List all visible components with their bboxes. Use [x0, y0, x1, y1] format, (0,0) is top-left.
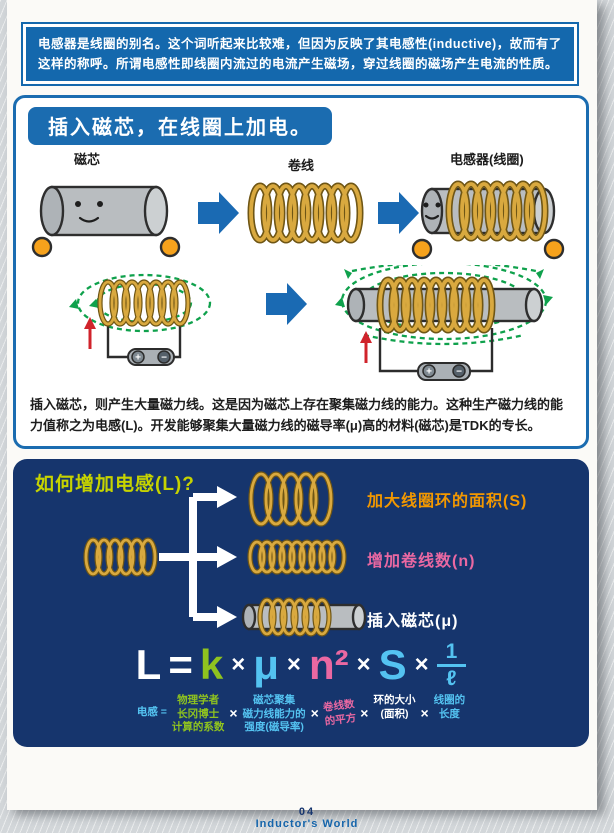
- branch-label-area: 加大线圈环的面积(S): [367, 493, 528, 511]
- caption-k: 物理学者 长冈博士 计算的系数: [171, 694, 225, 734]
- page: 电感器是线圈的别名。这个词听起来比较难，但因为反映了其电感性(inductive…: [7, 0, 597, 810]
- section-title: 插入磁芯，在线圈上加电。: [28, 107, 332, 145]
- coil-illustration: [251, 186, 360, 240]
- formula-captions: 电感 = 物理学者 长冈博士 计算的系数 × 磁芯聚集 磁力线能力的 强度(磁导…: [21, 694, 581, 737]
- multiply-sign: ×: [356, 651, 371, 679]
- branch-diagram-illustration: [21, 467, 367, 637]
- formula-term-inverse-length: 1 ℓ: [436, 640, 467, 691]
- core-label: 磁芯: [74, 152, 101, 167]
- inductance-panel: 如何增加电感(L)?: [13, 459, 589, 747]
- large-area-coil-illustration: [251, 474, 331, 524]
- multiply-sign: ×: [231, 651, 246, 679]
- multiply-sign: ×: [420, 705, 429, 722]
- coil-circuit-illustration: + −: [69, 273, 212, 366]
- multiply-sign: ×: [414, 651, 429, 679]
- formula-term-n2: n²: [308, 641, 349, 689]
- source-coil-illustration: [86, 540, 155, 574]
- svg-text:+: +: [135, 353, 141, 364]
- caption-s: 环的大小 (面积): [373, 694, 416, 720]
- magnetic-field-illustration: + −: [69, 260, 553, 381]
- intro-text-box: 电感器是线圈的别名。这个词听起来比较难，但因为反映了其电感性(inductive…: [23, 24, 577, 84]
- brand-name: Inductor's World: [255, 818, 359, 830]
- inductance-formula: L = k × μ × n² × S × 1 ℓ: [21, 639, 581, 691]
- multiply-sign: ×: [229, 705, 238, 722]
- fraction-denominator: ℓ: [446, 667, 457, 691]
- formula-term-L: L: [135, 641, 162, 689]
- right-arrow-icon: [198, 192, 239, 234]
- caption-inductance: 电感 =: [136, 706, 167, 719]
- right-arrow-icon: [378, 192, 419, 234]
- multiply-sign: ×: [310, 705, 319, 722]
- multiply-sign: ×: [360, 705, 369, 722]
- page-number: 04: [298, 806, 316, 818]
- branch-arrows-icon: [159, 486, 237, 629]
- formula-term-mu: μ: [253, 641, 279, 689]
- formula-equals: =: [168, 641, 193, 689]
- body-text: 插入磁芯，则产生大量磁力线。这是因为磁芯上存在聚集磁力线的能力。这种生产磁力线的…: [30, 397, 564, 433]
- formula-term-S: S: [378, 641, 407, 689]
- branch-label-core: 插入磁芯(μ): [367, 613, 459, 631]
- magnetic-field-diagram: + −: [26, 260, 576, 389]
- multiply-sign: ×: [286, 651, 301, 679]
- inductor-character: [411, 184, 565, 260]
- core-inserted-coil-illustration: [241, 600, 367, 634]
- fraction-numerator: 1: [436, 640, 467, 668]
- question-title: 如何增加电感(L)?: [35, 474, 195, 496]
- main-panel: 插入磁芯，在线圈上加电。 磁芯 卷线 电感器(线圈): [13, 95, 589, 450]
- transformation-diagram: 磁芯 卷线 电感器(线圈): [26, 149, 576, 263]
- core-character: [31, 185, 181, 258]
- intro-text: 电感器是线圈的别名。这个词听起来比较难，但因为反映了其电感性(inductive…: [38, 37, 562, 71]
- coil-with-core-circuit-illustration: + −: [335, 260, 553, 381]
- page-footer: 04 Inductor's World: [0, 806, 614, 830]
- caption-n: 卷线数 的平方: [322, 698, 357, 728]
- inductor-label: 电感器(线圈): [450, 152, 524, 167]
- coil-label: 卷线: [288, 158, 315, 173]
- svg-text:+: +: [426, 367, 432, 378]
- branch-label-turns: 增加卷线数(n): [367, 553, 476, 571]
- svg-text:−: −: [456, 367, 462, 378]
- more-turns-coil-illustration: [250, 542, 344, 572]
- svg-text:−: −: [161, 353, 167, 364]
- core-coil-inductor-illustration: [31, 163, 565, 260]
- formula-term-k: k: [199, 641, 224, 689]
- branch-diagram: 加大线圈环的面积(S) 增加卷线数(n) 插入磁芯(μ): [21, 467, 581, 637]
- caption-mu: 磁芯聚集 磁力线能力的 强度(磁导率): [242, 694, 306, 734]
- caption-l: 线圈的 长度: [433, 694, 466, 720]
- right-arrow-icon: [266, 283, 307, 325]
